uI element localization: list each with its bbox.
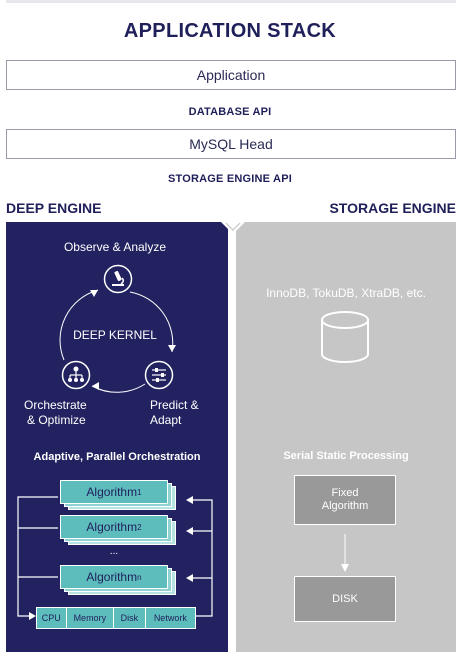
fixed-algorithm-line1: Fixed [331,487,359,499]
serial-static-processing-title: Serial Static Processing [283,450,409,462]
algorithm-subscript: 2 [137,522,142,532]
fixed-algorithm-box: Fixed Algorithm [294,475,396,525]
resource-disk: Disk [114,608,146,628]
top-divider [6,0,456,3]
algorithm-ellipsis: ... [109,546,119,557]
resource-memory: Memory [67,608,115,628]
predict-label-line1: Predict & [150,398,199,412]
microscope-icon [103,264,133,294]
hierarchy-icon [61,360,91,390]
database-cylinder-icon [321,311,369,363]
orchestrate-label-line2: & Optimize [27,413,86,427]
algorithm-label: Algorithm [86,520,138,534]
resource-row: CPU Memory Disk Network [36,607,196,629]
storage-engine-heading: STORAGE ENGINE [329,200,456,216]
orchestrate-label-line1: Orchestrate [24,398,87,412]
mysql-head-box: MySQL Head [6,129,456,159]
algorithm-subscript: n [137,572,142,582]
predict-label-line2: Adapt [150,413,182,427]
deep-engine-heading: DEEP ENGINE [6,200,102,216]
sliders-icon [144,360,174,390]
deep-kernel-label: DEEP KERNEL [73,328,157,342]
observe-analyze-label: Observe & Analyze [63,240,167,254]
adaptive-orchestration-title: Adaptive, Parallel Orchestration [33,451,201,463]
algorithm-label: Algorithm [86,485,138,499]
storage-engines-list: InnoDB, TokuDB, XtraDB, etc. [266,286,426,300]
page-title: APPLICATION STACK [123,20,337,42]
application-box: Application [6,60,456,90]
database-api-label: DATABASE API [188,106,272,118]
algorithm-label: Algorithm [86,570,138,584]
chevron-down-icon [221,222,245,234]
algorithm-subscript: 1 [137,487,142,497]
disk-box: DISK [294,576,396,622]
storage-engine-api-label: STORAGE ENGINE API [167,173,292,185]
resource-cpu: CPU [37,608,67,628]
fixed-algorithm-line2: Algorithm [321,500,369,512]
resource-network: Network [153,613,187,623]
